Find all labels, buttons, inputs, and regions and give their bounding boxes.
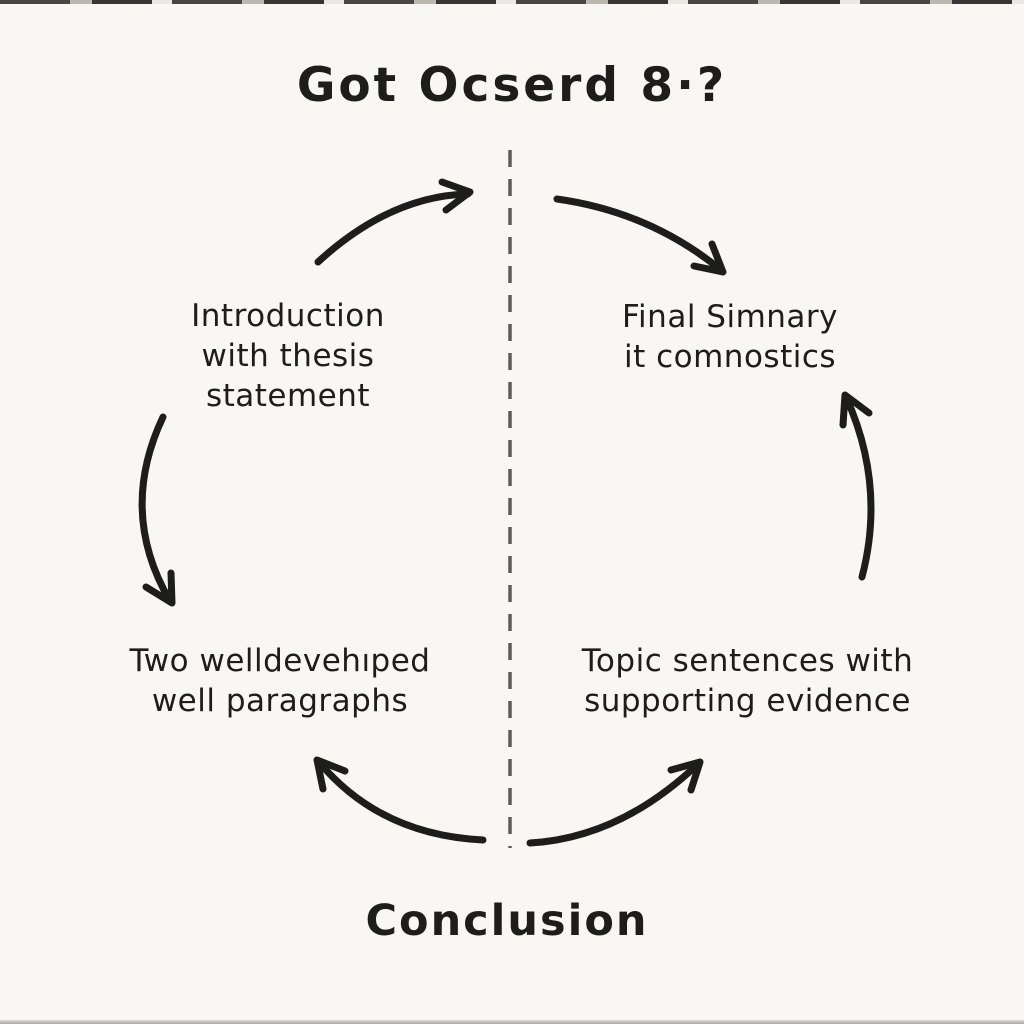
node-final-summary-line: it comnostics xyxy=(623,339,837,375)
node-final-summary: Final Simnary it comnostics xyxy=(555,297,905,377)
node-conclusion: Conclusion xyxy=(365,896,649,946)
diagram-title: Got Ocserd 8·? xyxy=(296,58,728,113)
curved-arrow-top-left-icon xyxy=(314,178,474,266)
curved-arrow-bottom-left-icon xyxy=(313,756,487,844)
top-edge-artifact xyxy=(0,0,1024,4)
node-topic-sentences: Topic sentences with supporting evidence xyxy=(545,641,950,721)
node-topic-sentences-line: supporting evidence xyxy=(584,683,911,719)
node-introduction-line: Introduction xyxy=(191,298,385,334)
node-introduction-line: statement xyxy=(205,378,371,414)
curved-arrow-right-side-icon xyxy=(839,391,875,581)
curved-arrow-bottom-right-icon xyxy=(526,758,704,847)
node-introduction-line: with thesis xyxy=(201,338,375,374)
node-topic-sentences-line: Topic sentences with xyxy=(581,643,914,679)
curved-arrow-left-side-icon xyxy=(138,413,176,607)
node-introduction: Introduction with thesis statement xyxy=(108,296,468,416)
node-body-paragraphs: Two welldevehıped well paragraphs xyxy=(90,641,470,721)
bottom-edge-line xyxy=(0,1020,1024,1024)
curved-arrow-top-right-icon xyxy=(553,195,727,276)
node-final-summary-line: Final Simnary xyxy=(621,299,839,335)
node-body-paragraphs-line: well paragraphs xyxy=(151,683,409,719)
node-body-paragraphs-line: Two welldevehıped xyxy=(129,643,431,679)
